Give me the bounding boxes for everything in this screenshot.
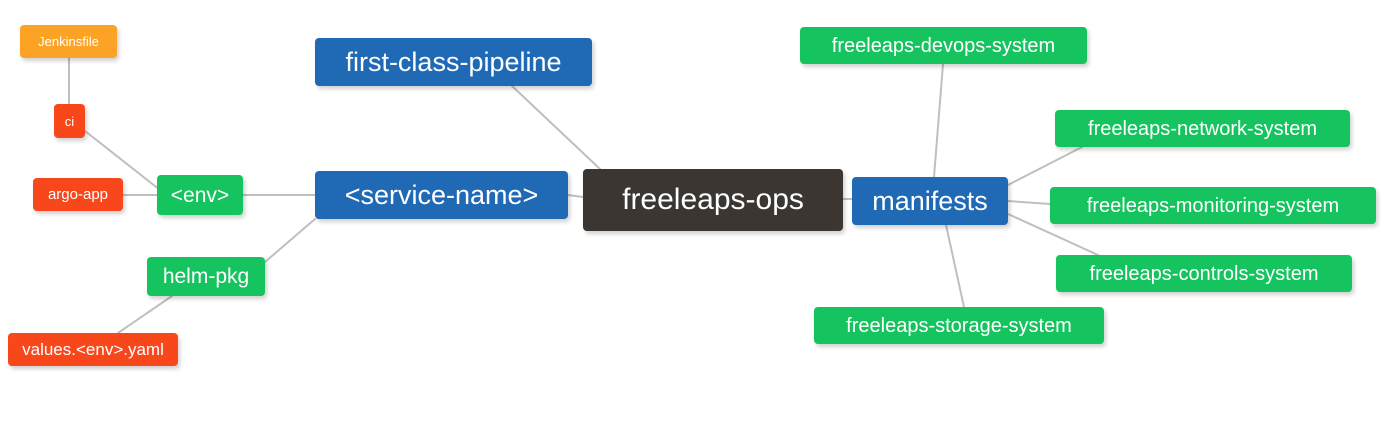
node-values-env-yaml[interactable]: values.<env>.yaml (8, 333, 178, 366)
node-label-manifests: manifests (872, 185, 988, 216)
node-freeleaps-controls-system[interactable]: freeleaps-controls-system (1056, 255, 1352, 292)
node-label-ci: ci (64, 113, 75, 129)
edge-manifests-to-freeleaps-storage-system (945, 224, 965, 308)
node-helm-pkg[interactable]: helm-pkg (147, 257, 265, 296)
node-label-values-env-yaml: values.<env>.yaml (22, 340, 164, 359)
node-manifests[interactable]: manifests (852, 177, 1008, 225)
node-service-name[interactable]: <service-name> (315, 171, 568, 219)
edge-service-name-to-helm-pkg (264, 218, 316, 263)
edge-manifests-to-freeleaps-network-system (1007, 146, 1083, 186)
node-label-helm-pkg: helm-pkg (162, 265, 250, 288)
node-label-freeleaps-controls-system: freeleaps-controls-system (1089, 262, 1319, 285)
edge-service-name-to-freeleaps-ops (567, 194, 584, 198)
node-label-freeleaps-storage-system: freeleaps-storage-system (846, 314, 1072, 337)
node-env[interactable]: <env> (157, 175, 243, 215)
edge-first-class-pipeline-to-freeleaps-ops (511, 85, 601, 170)
node-label-argo-app: argo-app (47, 186, 109, 203)
node-freeleaps-storage-system[interactable]: freeleaps-storage-system (814, 307, 1104, 344)
node-first-class-pipeline[interactable]: first-class-pipeline (315, 38, 592, 86)
node-freeleaps-devops-system[interactable]: freeleaps-devops-system (800, 27, 1087, 64)
node-jenkinsfile[interactable]: Jenkinsfile (20, 25, 117, 58)
node-label-jenkinsfile: Jenkinsfile (38, 34, 99, 49)
edge-manifests-to-freeleaps-devops-system (933, 63, 944, 178)
node-label-freeleaps-ops: freeleaps-ops (622, 183, 804, 216)
edge-helm-pkg-to-values-env-yaml (117, 295, 173, 334)
node-label-freeleaps-monitoring-system: freeleaps-monitoring-system (1086, 194, 1340, 217)
node-freeleaps-network-system[interactable]: freeleaps-network-system (1055, 110, 1350, 147)
node-freeleaps-ops[interactable]: freeleaps-ops (583, 169, 843, 231)
node-freeleaps-monitoring-system[interactable]: freeleaps-monitoring-system (1050, 187, 1376, 224)
node-label-env: <env> (170, 183, 230, 207)
node-label-freeleaps-devops-system: freeleaps-devops-system (831, 34, 1056, 57)
node-argo-app[interactable]: argo-app (33, 178, 123, 211)
node-ci[interactable]: ci (54, 104, 85, 138)
edge-manifests-to-freeleaps-monitoring-system (1007, 200, 1051, 205)
node-label-service-name: <service-name> (344, 179, 539, 210)
node-label-freeleaps-network-system: freeleaps-network-system (1088, 117, 1317, 140)
node-label-first-class-pipeline: first-class-pipeline (345, 46, 562, 77)
